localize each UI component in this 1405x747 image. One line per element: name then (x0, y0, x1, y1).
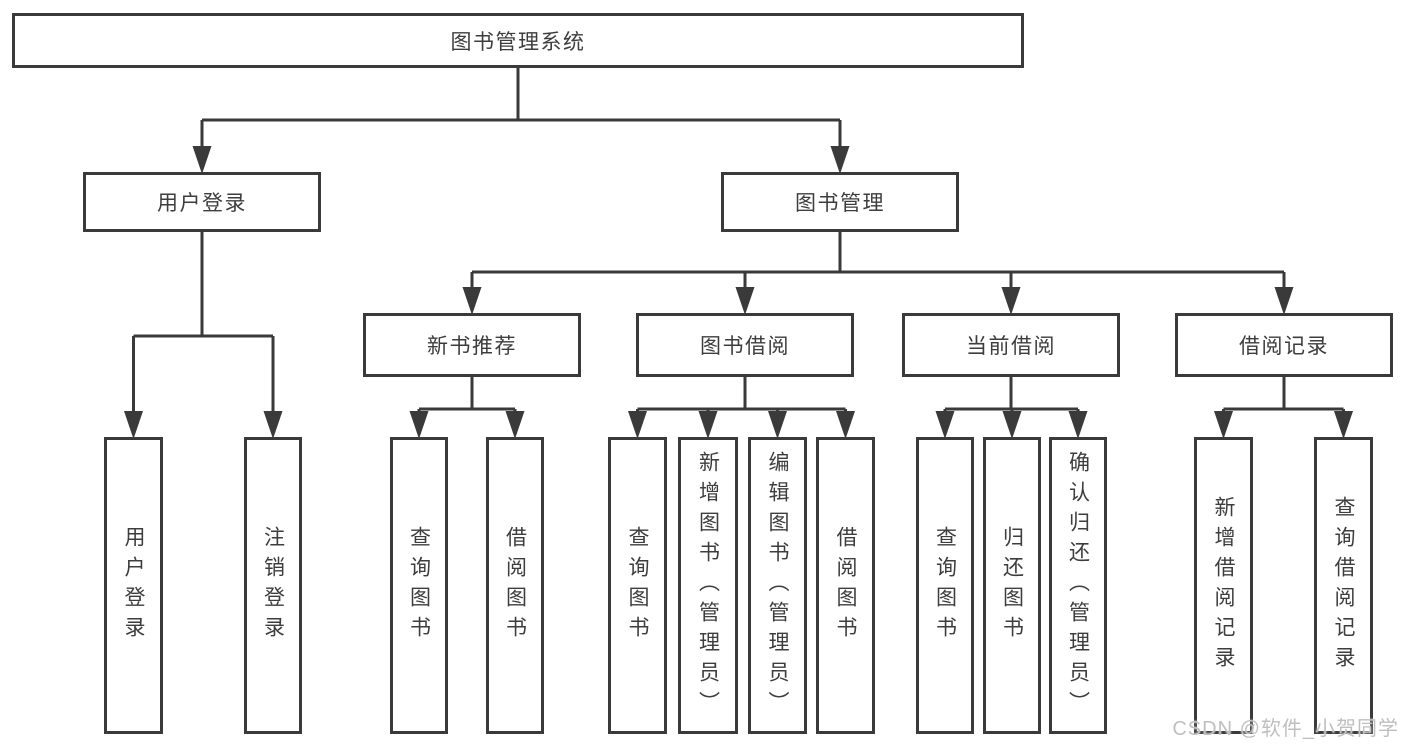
node-user-login-group: 用户登录 (83, 172, 321, 232)
watermark: CSDN @软件_小贺同学 (1172, 718, 1399, 740)
node-edit-book-admin: 编辑图书（管理员） (748, 437, 807, 734)
node-add-book-admin: 新增图书（管理员） (678, 437, 738, 734)
node-query-books-borrowing: 查询图书 (608, 437, 667, 734)
node-query-books-recommend: 查询图书 (390, 437, 448, 734)
node-library-management-system: 图书管理系统 (12, 13, 1024, 68)
node-query-books-current: 查询图书 (916, 437, 974, 734)
node-return-book: 归还图书 (983, 437, 1041, 734)
node-logout: 注销登录 (244, 437, 302, 734)
node-add-borrow-record: 新增借阅记录 (1194, 437, 1253, 734)
node-borrowing-records: 借阅记录 (1175, 313, 1393, 377)
node-current-borrowing: 当前借阅 (902, 313, 1120, 377)
node-confirm-return-admin: 确认归还（管理员） (1049, 437, 1107, 734)
node-borrow-books-recommend: 借阅图书 (486, 437, 544, 734)
node-book-borrowing: 图书借阅 (636, 313, 854, 377)
node-borrow-books-borrowing: 借阅图书 (816, 437, 875, 734)
node-user-login: 用户登录 (104, 437, 163, 734)
node-query-borrow-record: 查询借阅记录 (1314, 437, 1373, 734)
node-new-book-recommendation: 新书推荐 (363, 313, 581, 377)
node-book-management: 图书管理 (721, 172, 959, 232)
